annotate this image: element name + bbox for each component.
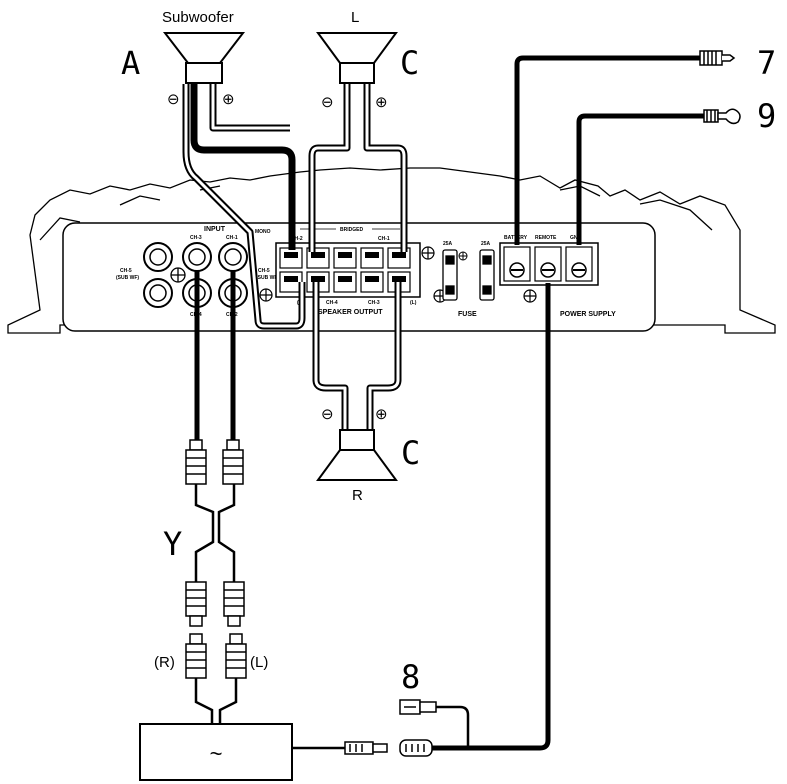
left-plus-icon: ⊕ bbox=[375, 94, 388, 111]
right-speaker-label: R bbox=[352, 487, 363, 504]
remote-lead-connector-icon bbox=[399, 699, 437, 715]
subwoofer-speaker-icon bbox=[162, 32, 246, 84]
battery-fuse-connector-icon bbox=[699, 50, 736, 66]
ch5-sub-label: CH-5 bbox=[258, 268, 270, 274]
remote-lead-wire bbox=[436, 705, 470, 748]
input-ch1-label: CH-1 bbox=[226, 235, 238, 241]
subwoofer-label: Subwoofer bbox=[162, 9, 234, 26]
amplifier-panel: INPUT CH-3 CH-1 CH-5 (SUB WF) CH-4 CH-2 … bbox=[62, 222, 656, 332]
input-ch5-label: CH-5 bbox=[120, 268, 132, 274]
sub-plus-icon: ⊕ bbox=[222, 91, 235, 108]
rca-left-label: (L) bbox=[250, 654, 268, 671]
right-plus-icon: ⊕ bbox=[375, 406, 388, 423]
power-terminal-block[interactable] bbox=[499, 242, 599, 286]
screw-icon bbox=[523, 289, 537, 303]
input-label: INPUT bbox=[204, 226, 226, 233]
remote-label: REMOTE bbox=[535, 235, 557, 241]
bridged-label: BRIDGED bbox=[340, 227, 363, 233]
screw-icon bbox=[458, 251, 468, 261]
speaker-wires-inner bbox=[184, 82, 406, 430]
left-speaker-label: L bbox=[351, 9, 359, 26]
out-ch4-label: CH-4 bbox=[326, 300, 338, 306]
left-speaker-icon bbox=[316, 32, 398, 84]
fuse-label: FUSE bbox=[458, 311, 477, 318]
rca-plugs bbox=[185, 439, 247, 679]
left-minus-icon: ⊖ bbox=[321, 94, 334, 111]
out-ch1-label: CH-1 bbox=[378, 236, 390, 242]
callout-a: A bbox=[121, 44, 140, 82]
out-ch2-label: CH-2 bbox=[291, 236, 303, 242]
right-minus-icon: ⊖ bbox=[321, 406, 334, 423]
callout-8: 8 bbox=[401, 658, 420, 696]
callout-c-top: C bbox=[400, 44, 419, 82]
out-ch3-label: CH-3 bbox=[368, 300, 380, 306]
power-wires bbox=[432, 55, 704, 751]
fuse-holders[interactable] bbox=[442, 249, 495, 301]
sub-wf-label: (SUB WF) bbox=[256, 275, 279, 281]
rca-cables bbox=[194, 270, 236, 440]
fuse-rating-2: 25A bbox=[481, 241, 491, 247]
rca-cable-y-split bbox=[194, 484, 345, 750]
fuse-rating-1: 25A bbox=[443, 241, 453, 247]
sub-minus-icon: ⊖ bbox=[167, 91, 180, 108]
power-supply-label: POWER SUPPLY bbox=[560, 311, 616, 318]
head-unit: ~ bbox=[139, 723, 293, 781]
callout-7: 7 bbox=[757, 44, 776, 82]
input-ch3-label: CH-3 bbox=[190, 235, 202, 241]
polarity-symbols: ⊖ ⊕ ⊖ ⊕ ⊖ ⊕ bbox=[167, 91, 388, 423]
callout-y: Y bbox=[163, 525, 182, 563]
rca-right-label: (R) bbox=[154, 654, 175, 671]
ground-ring-terminal-icon bbox=[703, 108, 741, 125]
speaker-output-label: SPEAKER OUTPUT bbox=[318, 309, 383, 316]
mono-label: MONO bbox=[255, 229, 271, 235]
out-l-label: (L) bbox=[410, 300, 417, 306]
gnd-label: GND bbox=[570, 235, 582, 241]
right-speaker-icon bbox=[316, 429, 398, 481]
head-unit-symbol: ~ bbox=[210, 741, 223, 766]
screw-icon bbox=[259, 288, 273, 302]
input-subwf-label: (SUB WF) bbox=[116, 275, 139, 281]
callout-9: 9 bbox=[757, 97, 776, 135]
remote-output-connector-icon bbox=[344, 739, 433, 757]
callout-c-bottom: C bbox=[401, 434, 420, 472]
